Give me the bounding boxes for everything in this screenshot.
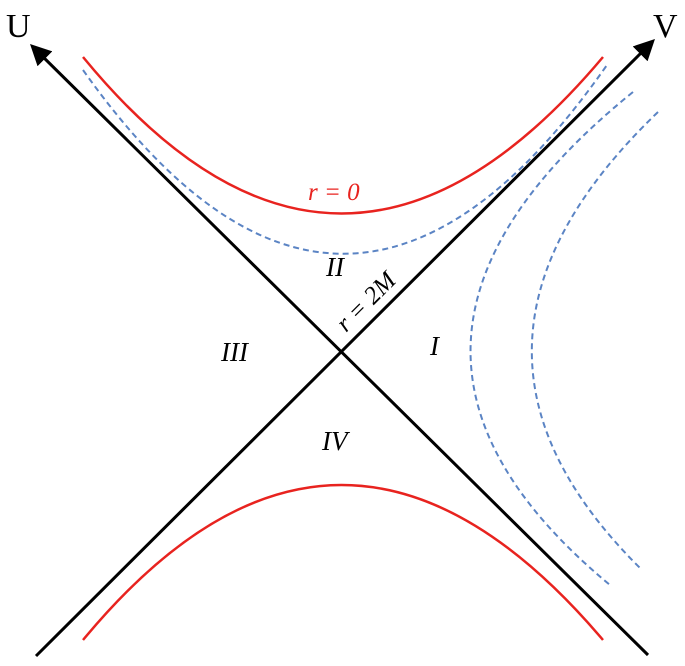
v-axis-label: V bbox=[653, 8, 678, 45]
region-4-label: IV bbox=[321, 426, 351, 456]
constant-r-curve-top bbox=[82, 64, 608, 255]
region-1-label: I bbox=[429, 331, 441, 361]
region-2-label: II bbox=[325, 252, 346, 282]
past-singularity-curve bbox=[82, 483, 604, 641]
singularity-label: r = 0 bbox=[308, 179, 360, 206]
constant-r-curve-right-inner bbox=[469, 91, 634, 586]
v-axis-line bbox=[34, 39, 655, 658]
u-axis-label: U bbox=[6, 8, 31, 45]
future-singularity-curve bbox=[82, 56, 604, 215]
region-3-label: III bbox=[220, 337, 250, 367]
constant-r-curve-right-outer bbox=[530, 111, 659, 569]
